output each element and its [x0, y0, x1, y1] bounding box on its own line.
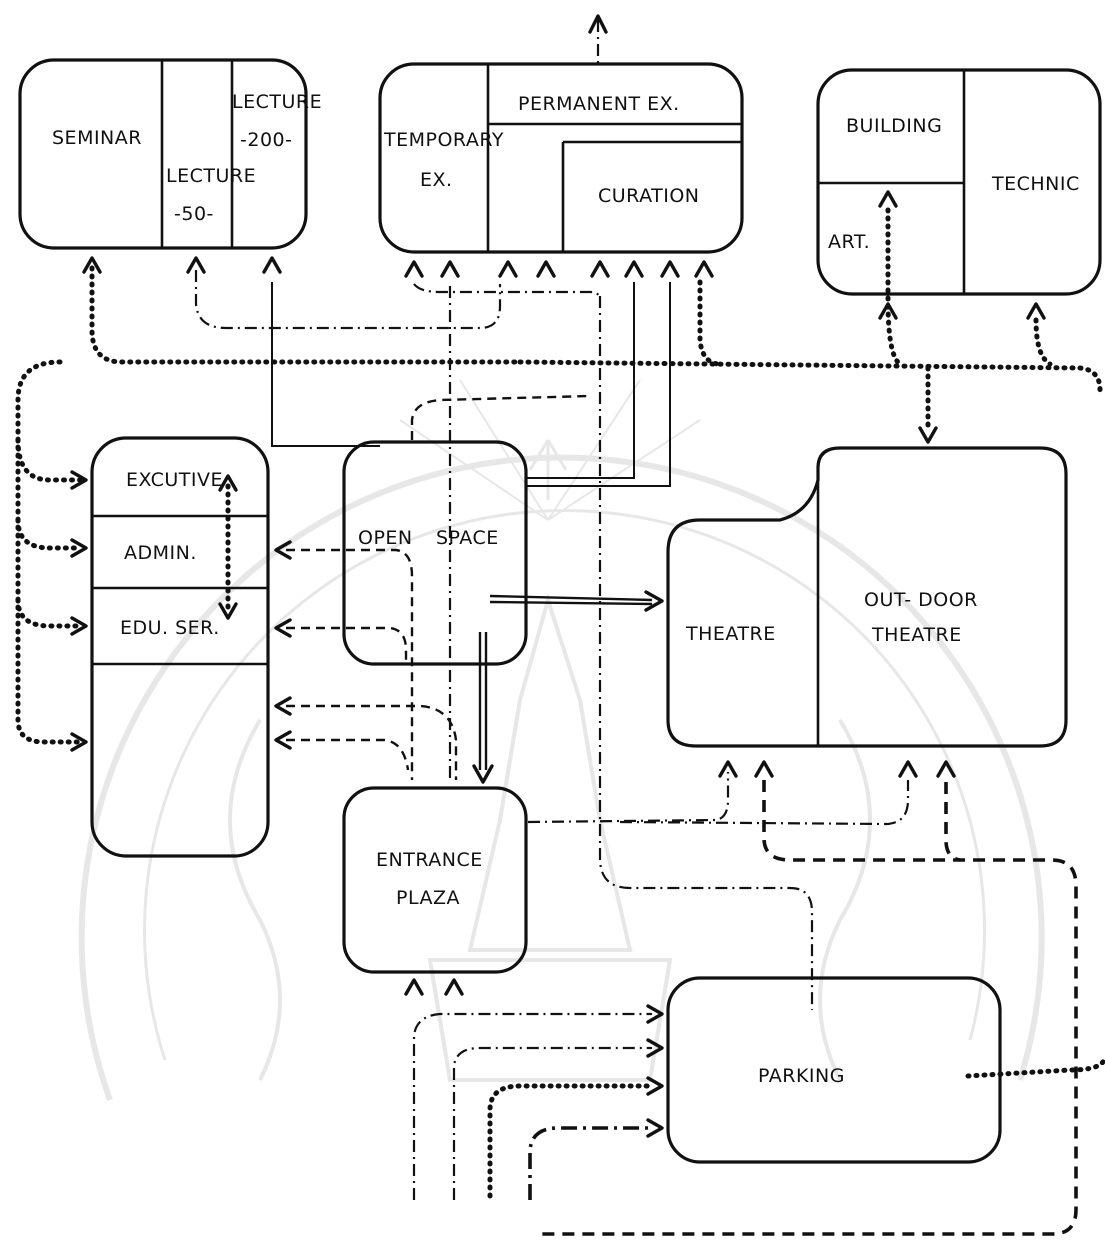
solid-circulation [271, 282, 671, 770]
lecture-50-capacity: -50- [174, 203, 214, 225]
dash-dot-circulation [194, 270, 910, 1200]
entrance-plaza-label-2: PLAZA [396, 887, 460, 909]
executive-label: EXCUTIVE [126, 469, 223, 491]
parking-box [666, 976, 1002, 1164]
outdoor-theatre-label-2: THEATRE [871, 624, 962, 646]
permanent-exhibition-label: PERMANENT EX. [518, 93, 680, 115]
building-label: BUILDING [846, 115, 942, 137]
art-label: ART. [828, 231, 870, 253]
exhibition-group-box [378, 62, 744, 254]
dashed-service-loop [536, 780, 1078, 1236]
seminar-label: SEMINAR [52, 127, 142, 149]
open-space-box [342, 440, 528, 666]
lecture-200-label: LECTURE [232, 91, 322, 113]
parking-label: PARKING [758, 1065, 845, 1087]
theatre-group-box [666, 446, 1068, 748]
edu-service-label: EDU. SER. [120, 617, 220, 639]
technic-label: TECHNIC [991, 173, 1080, 195]
outdoor-theatre-label: OUT- DOOR [864, 589, 978, 611]
lecture-50-label: LECTURE [166, 165, 256, 187]
dashed-staff-circulation [286, 394, 591, 780]
lecture-group-box [18, 58, 308, 250]
curation-label: CURATION [598, 185, 700, 207]
admin-group-box [90, 436, 270, 858]
entrance-plaza-label: ENTRANCE [376, 849, 483, 871]
open-space-label: OPEN [358, 527, 413, 549]
open-space-label-2: SPACE [436, 527, 499, 549]
connection-arrowheads [70, 14, 1046, 1138]
workshop-group-box [816, 68, 1102, 296]
lecture-200-capacity: -200- [240, 129, 292, 151]
temporary-exhibition-label: TEMPORARY [383, 129, 504, 151]
entrance-plaza-box [342, 786, 528, 974]
theatre-label: THEATRE [685, 623, 776, 645]
dotted-public-circulation [15, 207, 1105, 1199]
temporary-exhibition-label-2: EX. [420, 169, 453, 191]
admin-label: ADMIN. [124, 542, 197, 564]
